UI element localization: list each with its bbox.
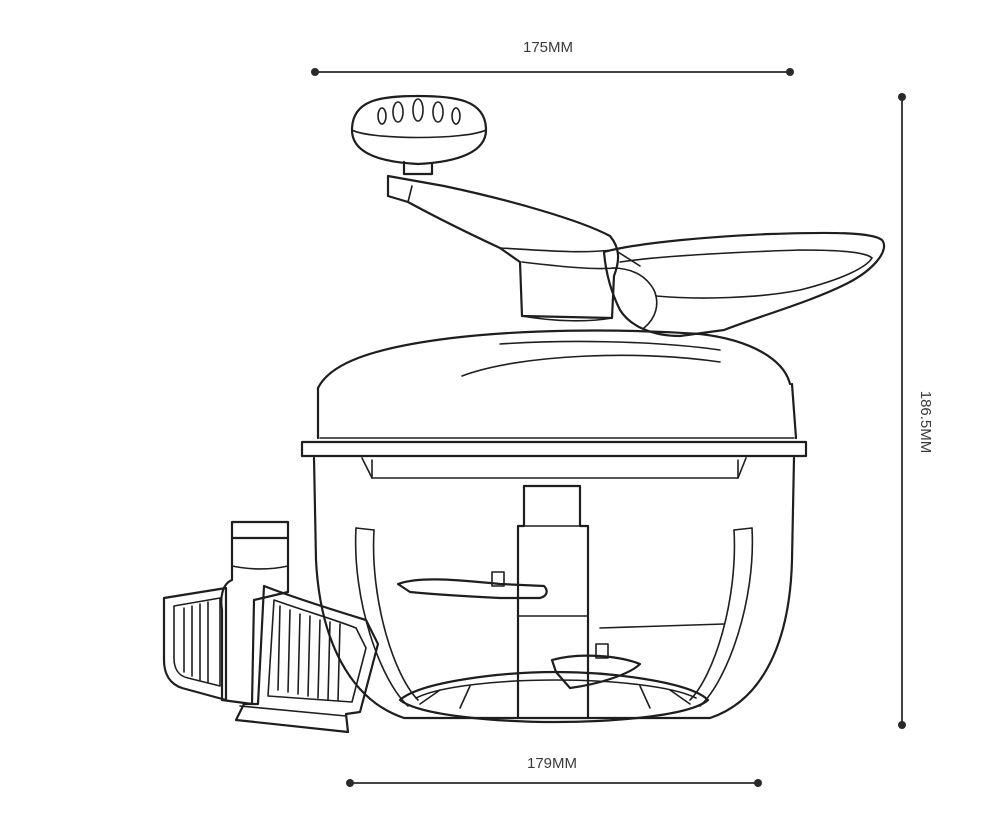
- slicer-blade-left: [162, 586, 228, 702]
- height-endpoint-bottom: [898, 721, 906, 729]
- accessory-cup: [220, 520, 290, 706]
- bowl: [312, 456, 796, 724]
- blade-shaft: [396, 484, 725, 720]
- lid: [300, 329, 808, 458]
- bottom-width-label: 179MM: [527, 755, 577, 772]
- top-width-endpoint-right: [786, 68, 794, 76]
- height-dimension: 186.5MM: [898, 93, 934, 729]
- top-width-dimension: 175MM: [311, 39, 794, 76]
- top-width-label: 175MM: [523, 39, 573, 56]
- bottom-width-endpoint-right: [754, 779, 762, 787]
- lid-handle: [602, 231, 886, 338]
- slicer-blade-right: [234, 584, 380, 734]
- bottom-width-endpoint-left: [346, 779, 354, 787]
- crank-arm: [386, 174, 620, 322]
- crank-knob: [350, 94, 488, 176]
- height-label: 186.5MM: [917, 391, 934, 454]
- top-width-endpoint-left: [311, 68, 319, 76]
- bottom-width-dimension: 179MM: [346, 755, 762, 787]
- height-endpoint-top: [898, 93, 906, 101]
